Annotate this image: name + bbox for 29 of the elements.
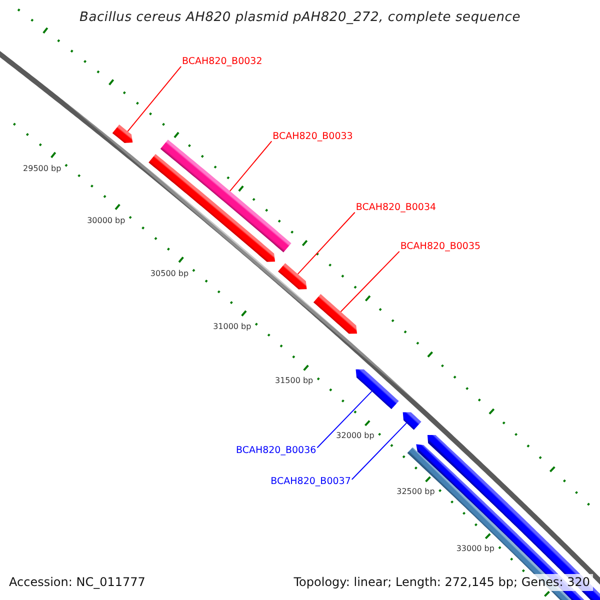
position-label: 29500 bp [23,164,62,174]
gene-label: BCAH820_B0037 [270,476,351,488]
leader-line [316,390,372,448]
leader-line [351,422,407,480]
position-label: 30000 bp [87,216,126,226]
position-label: 32500 bp [396,487,435,498]
gene-feature [148,154,276,262]
gene-feature [402,412,422,430]
position-label: 33000 bp [456,544,494,554]
gene-label: BCAH820_B0035 [400,241,481,254]
gene-feature [278,263,307,290]
summary-text: Topology: linear; Length: 272,145 bp; Genes: 320 [290,574,593,591]
gene-label: BCAH820_B0034 [356,202,436,214]
position-label: 32000 bp [336,431,374,442]
leader-line [127,66,182,132]
gene-feature [112,124,133,143]
position-label: 31000 bp [213,322,252,332]
gene-feature [313,294,358,334]
position-label: 30500 bp [150,268,189,278]
gene-feature [356,369,399,410]
leader-line [297,212,356,275]
gene-label: BCAH820_B0036 [236,444,316,457]
gene-bar [160,140,292,252]
gene-label: BCAH820_B0033 [272,131,353,144]
position-label: 31500 bp [274,376,314,386]
gene-label: BCAH820_B0032 [182,56,262,68]
accession-text: Accession: NC_011777 [9,575,146,590]
leader-line [340,250,400,312]
map-title: Bacillus cereus AH820 plasmid pAH820_272, complete sequence [79,9,521,26]
